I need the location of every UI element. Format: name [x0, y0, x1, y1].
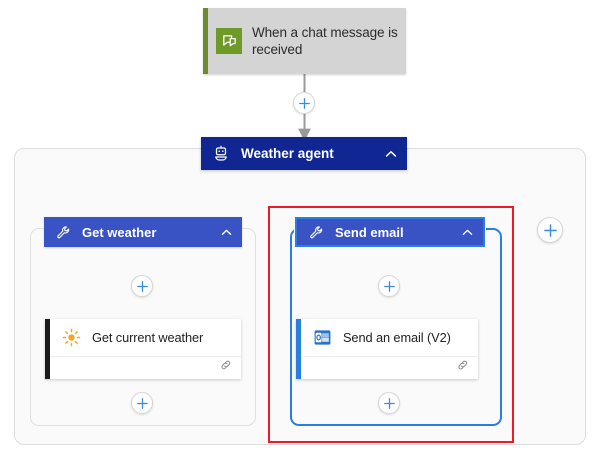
plus-icon	[383, 397, 395, 409]
trigger-card[interactable]: When a chat message is received	[203, 8, 406, 74]
action-card-header: Send an email (V2)	[301, 319, 478, 357]
chevron-up-icon[interactable]	[218, 224, 234, 240]
selection-highlight-box	[268, 206, 514, 443]
add-step-after-trigger-button[interactable]	[293, 92, 315, 114]
add-step-in-get-weather-top-button[interactable]	[131, 275, 153, 297]
add-step-in-send-email-top-button[interactable]	[378, 275, 400, 297]
branch-label: Send email	[335, 224, 404, 240]
add-step-in-get-weather-bottom-button[interactable]	[131, 392, 153, 414]
agent-header-weather-agent[interactable]: Weather agent	[201, 137, 407, 170]
plus-icon	[136, 397, 148, 409]
trigger-label: When a chat message is received	[252, 25, 398, 57]
teams-chat-icon	[216, 28, 242, 54]
action-card-send-an-email-v2[interactable]: Send an email (V2)	[296, 319, 478, 379]
plus-icon	[136, 280, 148, 292]
plus-icon	[298, 97, 310, 109]
connection-link-icon[interactable]	[219, 358, 233, 377]
agent-robot-icon	[210, 143, 232, 165]
action-card-footer	[50, 357, 241, 378]
wrench-icon	[54, 223, 72, 241]
add-branch-to-agent-button[interactable]	[537, 217, 563, 243]
sun-icon	[60, 327, 82, 349]
branch-header-get-weather[interactable]: Get weather	[44, 217, 242, 247]
plus-icon	[543, 223, 557, 237]
branch-label: Get weather	[82, 224, 157, 240]
action-card-footer	[301, 357, 478, 378]
chevron-up-icon[interactable]	[459, 224, 475, 240]
outlook-icon	[311, 327, 333, 349]
action-card-header: Get current weather	[50, 319, 241, 357]
connection-link-icon[interactable]	[456, 358, 470, 377]
agent-label: Weather agent	[241, 146, 334, 161]
wrench-icon	[307, 223, 325, 241]
plus-icon	[383, 280, 395, 292]
branch-header-send-email[interactable]: Send email	[295, 217, 485, 247]
action-label: Send an email (V2)	[343, 330, 451, 345]
chevron-up-icon[interactable]	[383, 146, 399, 162]
add-step-in-send-email-bottom-button[interactable]	[378, 392, 400, 414]
action-card-get-current-weather[interactable]: Get current weather	[45, 319, 241, 379]
action-label: Get current weather	[92, 330, 204, 345]
